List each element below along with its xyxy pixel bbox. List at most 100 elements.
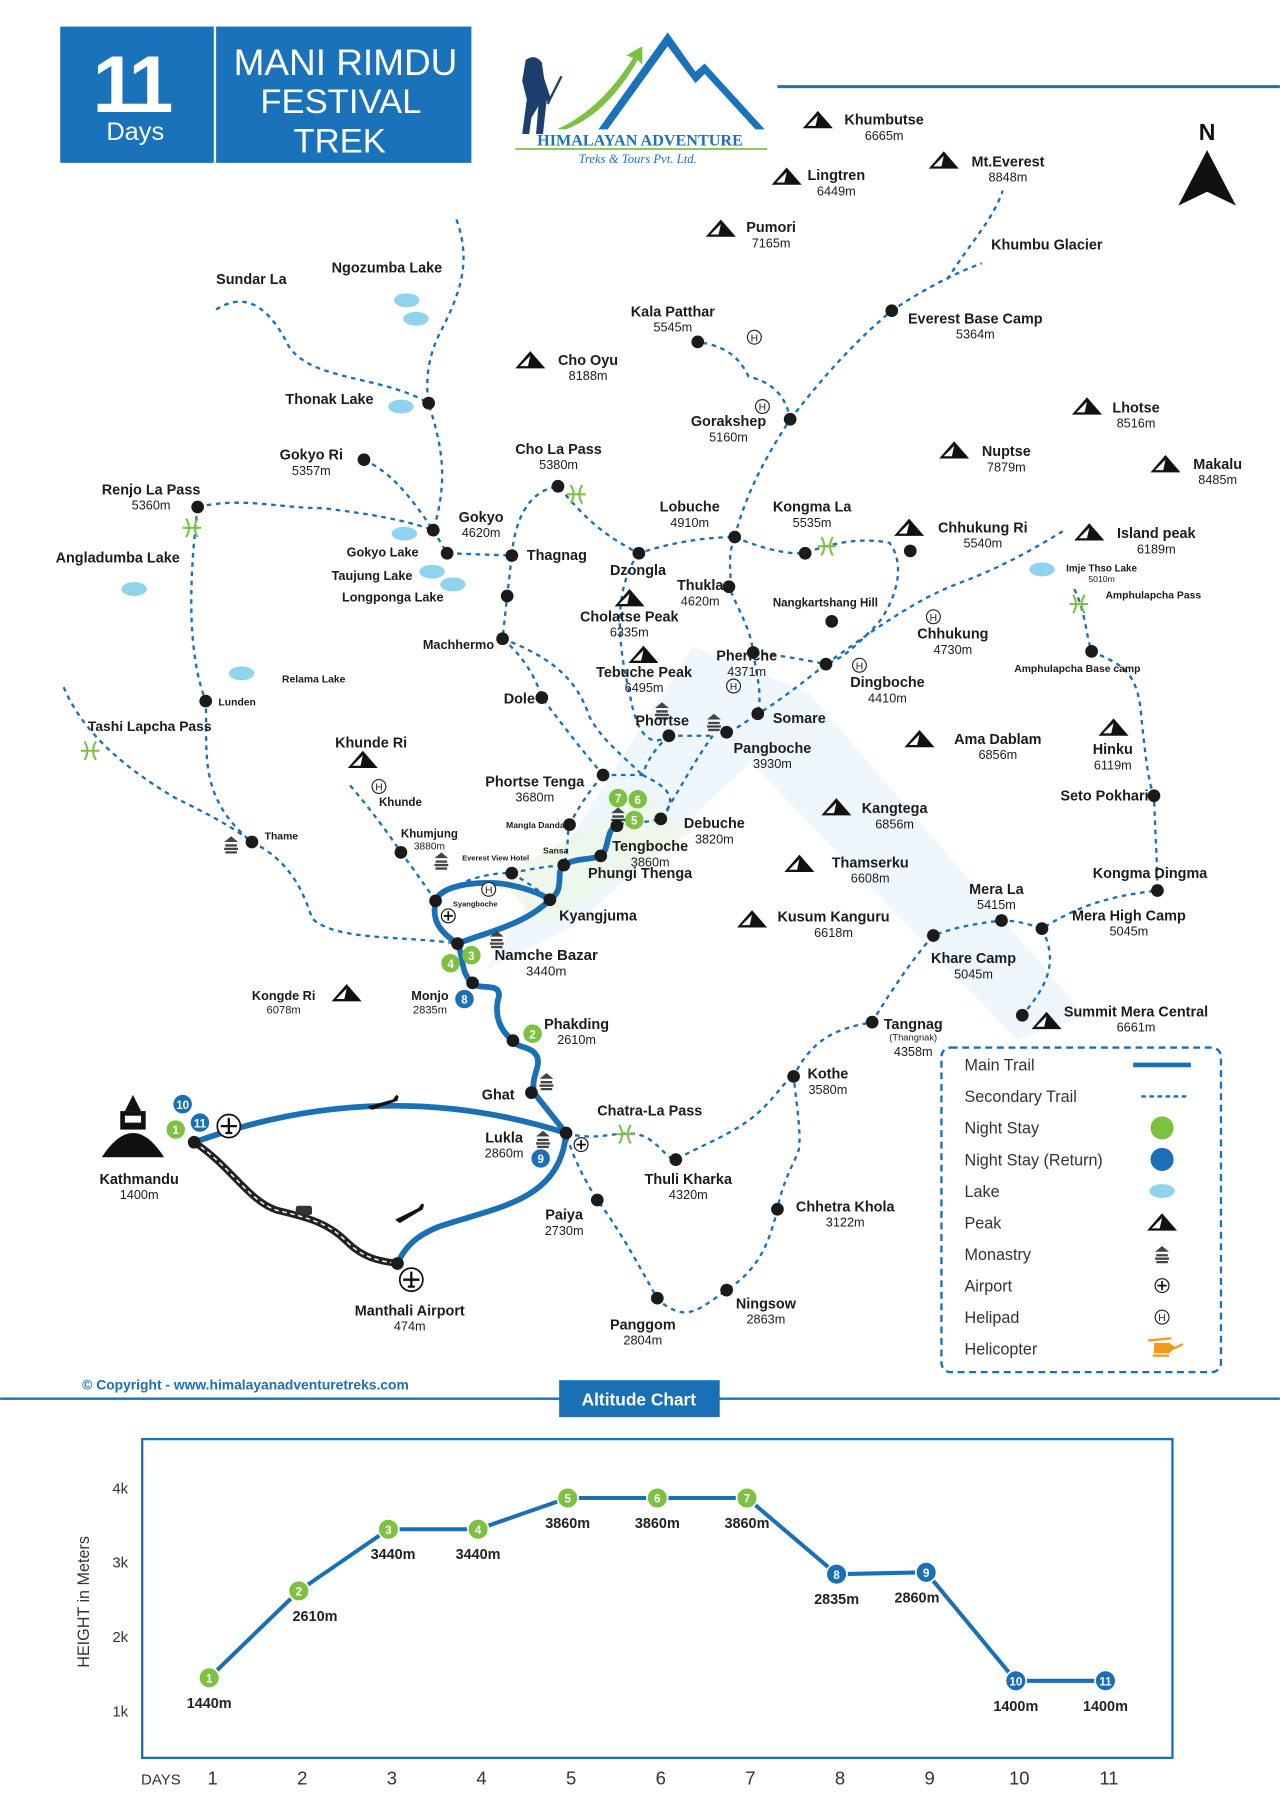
place-label-phortse: Phortse: [635, 713, 689, 729]
peak-icon: [784, 854, 815, 873]
place-label-kongmadingma: Kongma Dingma: [1093, 866, 1209, 882]
point-day-number: 10: [1009, 1676, 1022, 1688]
place-labels: Khumbutse6665mLingtren6449mMt.Everest884…: [56, 113, 1243, 1348]
helipad-icon: H: [1154, 1309, 1170, 1325]
place-elevation: 4730m: [933, 643, 972, 657]
night-stay-dot: [624, 810, 644, 830]
waypoint-dot: [594, 849, 608, 863]
altitude-chart-button[interactable]: [559, 1380, 720, 1418]
waypoint-dot: [590, 1193, 604, 1207]
copyright-text[interactable]: © Copyright - www.himalayanadventuretrek…: [82, 1376, 409, 1392]
waypoint-dot: [632, 546, 646, 560]
place-elevation: 4358m: [894, 1045, 933, 1059]
secondary-trail: [432, 529, 604, 776]
day-marker-10: 10: [173, 1094, 192, 1114]
place-label-somare: Somare: [773, 711, 826, 727]
place-name: Seto Pokhari: [1060, 788, 1148, 804]
secondary-trail: [502, 637, 644, 776]
place-name: Somare: [773, 711, 826, 727]
place-name: Khumjung: [401, 828, 458, 840]
place-elevation: 6608m: [851, 872, 890, 886]
legend-item-main-trail-line: Main Trail: [965, 1057, 1191, 1075]
place-elevation: 2835m: [413, 1005, 447, 1017]
legend-label: Airport: [965, 1277, 1013, 1295]
place-name: Everest Base Camp: [908, 311, 1043, 327]
place-name: Kongma La: [773, 500, 853, 516]
place-name: Khunde Ri: [335, 735, 407, 751]
place-name: Renjo La Pass: [102, 482, 201, 498]
secondary-trail: [363, 458, 435, 531]
place-elevation: 2863m: [747, 1313, 786, 1327]
place-name: Pangboche: [734, 741, 812, 757]
helipad-icon: H: [746, 329, 762, 345]
legend-item-helicopter: Helicopter: [965, 1337, 1184, 1358]
waypoint-dot: [819, 657, 833, 671]
place-label-thagnag: Thagnag: [527, 548, 587, 564]
waypoint-dot: [669, 1153, 683, 1166]
airport-icon: [398, 1267, 424, 1293]
place-label-syangboche: Syangboche: [453, 900, 498, 909]
waypoint-dot: [391, 1257, 404, 1270]
airplane-icon: [367, 1094, 399, 1110]
waypoint-dot: [691, 335, 705, 349]
place-elevation: 8188m: [569, 369, 608, 383]
place-name: Dingboche: [850, 675, 925, 691]
place-name: Thukla: [677, 578, 724, 594]
place-name: Thonak Lake: [285, 392, 373, 408]
place-name: Phortse: [635, 713, 689, 729]
place-name: Phungi Thenga: [588, 866, 693, 882]
waypoint-dot: [1085, 645, 1098, 658]
place-label-longponga: Longponga Lake: [342, 591, 444, 605]
title-block: 11 Days MANI RIMDU FESTIVAL TREK: [60, 26, 472, 163]
night-stay-dot: [441, 954, 460, 973]
place-elevation: 5415m: [977, 898, 1016, 912]
place-elevation: 4410m: [868, 691, 907, 705]
waypoint-dot: [357, 453, 371, 467]
place-name: Paiya: [545, 1208, 584, 1224]
waypoint-dot: [191, 500, 204, 514]
chart-frame: [141, 1437, 1174, 1760]
lake-icon: [228, 666, 255, 681]
helipad-icon: H: [925, 609, 941, 625]
place-name: Thuli Kharka: [645, 1172, 733, 1188]
secondary-trail: [618, 552, 670, 742]
place-elevation: 6665m: [865, 129, 904, 143]
place-elevation: 3930m: [753, 757, 792, 771]
waypoint-dot: [722, 580, 736, 594]
place-label-thame: Thame: [265, 832, 299, 843]
day-marker-2: 2: [523, 1024, 542, 1043]
svg-text:H: H: [856, 661, 864, 672]
place-elevation: 3440m: [526, 964, 566, 979]
altitude-chart-label: Altitude Chart: [582, 1390, 697, 1410]
lake-icon: [1149, 1184, 1175, 1198]
place-elevation: 6189m: [1137, 542, 1176, 556]
place-name: Kyangjuma: [559, 909, 638, 925]
place-name: Cho Oyu: [558, 353, 618, 369]
monastery-icon: [1155, 1245, 1169, 1264]
place-name: Longponga Lake: [342, 591, 444, 605]
place-name: Chhukung Ri: [938, 520, 1028, 536]
peak-icon: [1074, 523, 1105, 541]
days-label: Days: [106, 118, 164, 146]
peak-icon: [1031, 1011, 1062, 1030]
peak-icon: [904, 729, 935, 748]
place-name: Kangtega: [862, 801, 929, 817]
place-name: Monjo: [411, 989, 449, 1003]
north-arrow-icon: [1178, 150, 1236, 206]
point-day-number: 11: [1099, 1676, 1112, 1688]
legend-label: Helipad: [965, 1309, 1020, 1327]
peak-icon: [614, 589, 645, 607]
data-label: 1440m: [187, 1696, 232, 1712]
secondary-trail: [641, 773, 672, 820]
y-tick-label: 1k: [112, 1703, 128, 1720]
